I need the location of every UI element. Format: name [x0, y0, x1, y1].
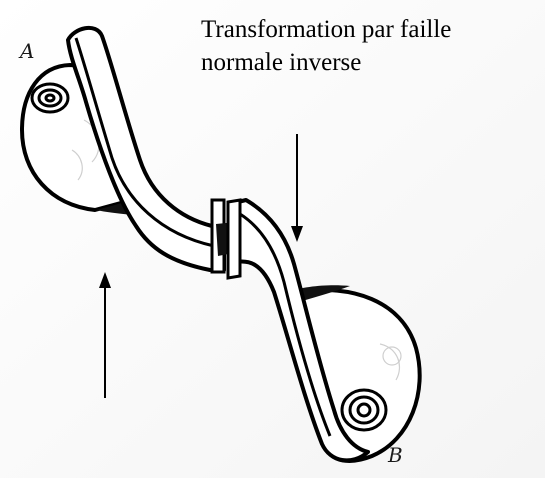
lower-fault-face	[228, 200, 240, 278]
end-label-a: A	[18, 39, 34, 63]
title-line-2: normale inverse	[201, 46, 541, 79]
diagram-title: Transformation par faille normale invers…	[201, 13, 541, 79]
end-label-b: B	[387, 443, 403, 467]
title-line-1: Transformation par faille	[201, 13, 541, 46]
